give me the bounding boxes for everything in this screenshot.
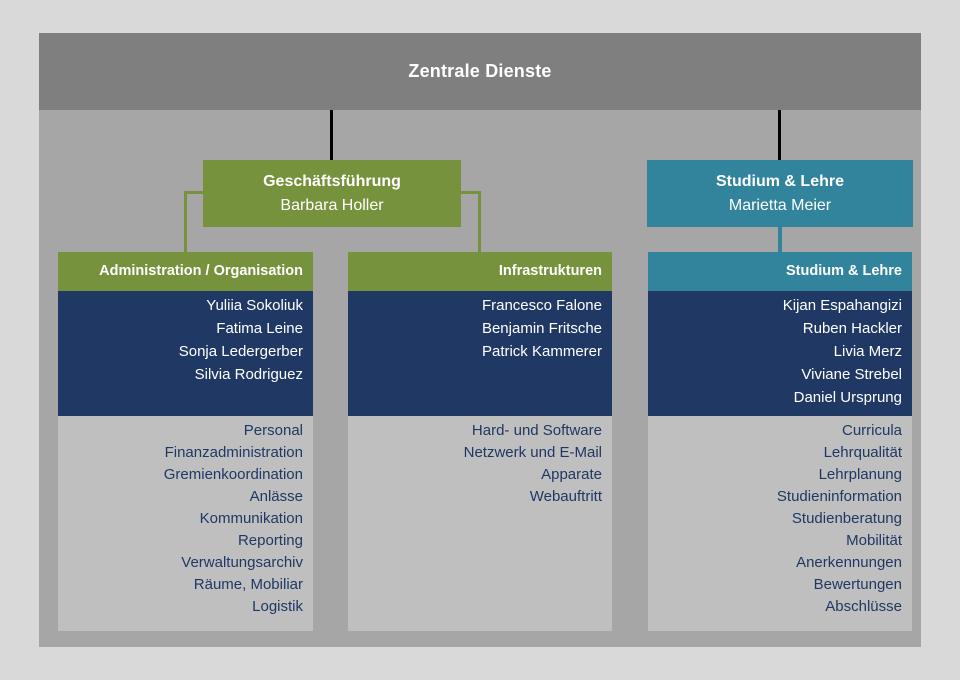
member-name: Daniel Ursprung — [793, 389, 902, 406]
member-name: Viviane Strebel — [801, 366, 902, 383]
task-item: Gremienkoordination — [163, 466, 303, 483]
task-item: Bewertungen — [813, 576, 902, 593]
task-item: Mobilität — [846, 532, 902, 549]
member-name: Fatima Leine — [216, 320, 303, 337]
member-name: Kijan Espahangizi — [782, 297, 902, 314]
manager-title: Studium & Lehre — [715, 172, 844, 190]
task-item: Studienberatung — [791, 510, 902, 527]
chart-title-bar: Zentrale Dienste — [39, 33, 921, 110]
task-item: Räume, Mobiliar — [193, 576, 303, 593]
manager-title: Geschäftsführung — [263, 172, 401, 190]
connector-bracket-right-horizontal — [459, 191, 481, 194]
manager-name: Barbara Holler — [280, 196, 384, 214]
chart-title: Zentrale Dienste — [408, 61, 552, 81]
task-item: Anerkennungen — [796, 554, 902, 571]
connector-title-to-geschaeftsfuehrung — [330, 110, 333, 160]
task-item: Netzwerk und E-Mail — [463, 444, 602, 461]
member-name: Livia Merz — [833, 343, 902, 360]
task-item: Curricula — [841, 422, 902, 439]
column-header-infrastrukturen: Infrastrukturen — [348, 252, 612, 291]
member-name: Yuliia Sokoliuk — [206, 297, 303, 314]
member-name: Silvia Rodriguez — [194, 366, 303, 383]
task-item: Logistik — [252, 598, 303, 615]
connector-studium-lehre-vertical — [778, 227, 782, 252]
manager-box-geschaeftsfuehrung: Geschäftsführung Barbara Holler — [203, 160, 461, 227]
task-item: Webauftritt — [529, 488, 602, 505]
task-item: Studieninformation — [776, 488, 902, 505]
task-item: Lehrqualität — [823, 444, 902, 461]
task-item: Lehrplanung — [818, 466, 902, 483]
task-item: Verwaltungsarchiv — [181, 554, 303, 571]
member-name: Patrick Kammerer — [481, 343, 602, 360]
connector-title-to-studium-lehre — [778, 110, 781, 160]
connector-bracket-right-vertical — [478, 191, 481, 252]
member-name: Benjamin Fritsche — [481, 320, 602, 337]
task-item: Kommunikation — [199, 510, 303, 527]
task-item: Anlässe — [249, 488, 303, 505]
manager-box-studium-lehre: Studium & Lehre Marietta Meier — [647, 160, 913, 227]
task-item: Abschlüsse — [825, 598, 902, 615]
member-name: Sonja Ledergerber — [178, 343, 303, 360]
task-item: Personal — [243, 422, 303, 439]
task-item: Hard- und Software — [471, 422, 602, 439]
connector-bracket-left-horizontal — [184, 191, 206, 194]
member-name: Ruben Hackler — [802, 320, 902, 337]
column-header-studium-lehre: Studium & Lehre — [648, 252, 912, 291]
manager-name: Marietta Meier — [728, 196, 832, 214]
task-item: Finanzadministration — [164, 444, 303, 461]
task-item: Reporting — [237, 532, 303, 549]
connector-bracket-left-vertical — [184, 191, 187, 252]
column-header-administration-organisation: Administration / Organisation — [58, 252, 313, 291]
member-name: Francesco Falone — [481, 297, 602, 314]
task-item: Apparate — [541, 466, 602, 483]
